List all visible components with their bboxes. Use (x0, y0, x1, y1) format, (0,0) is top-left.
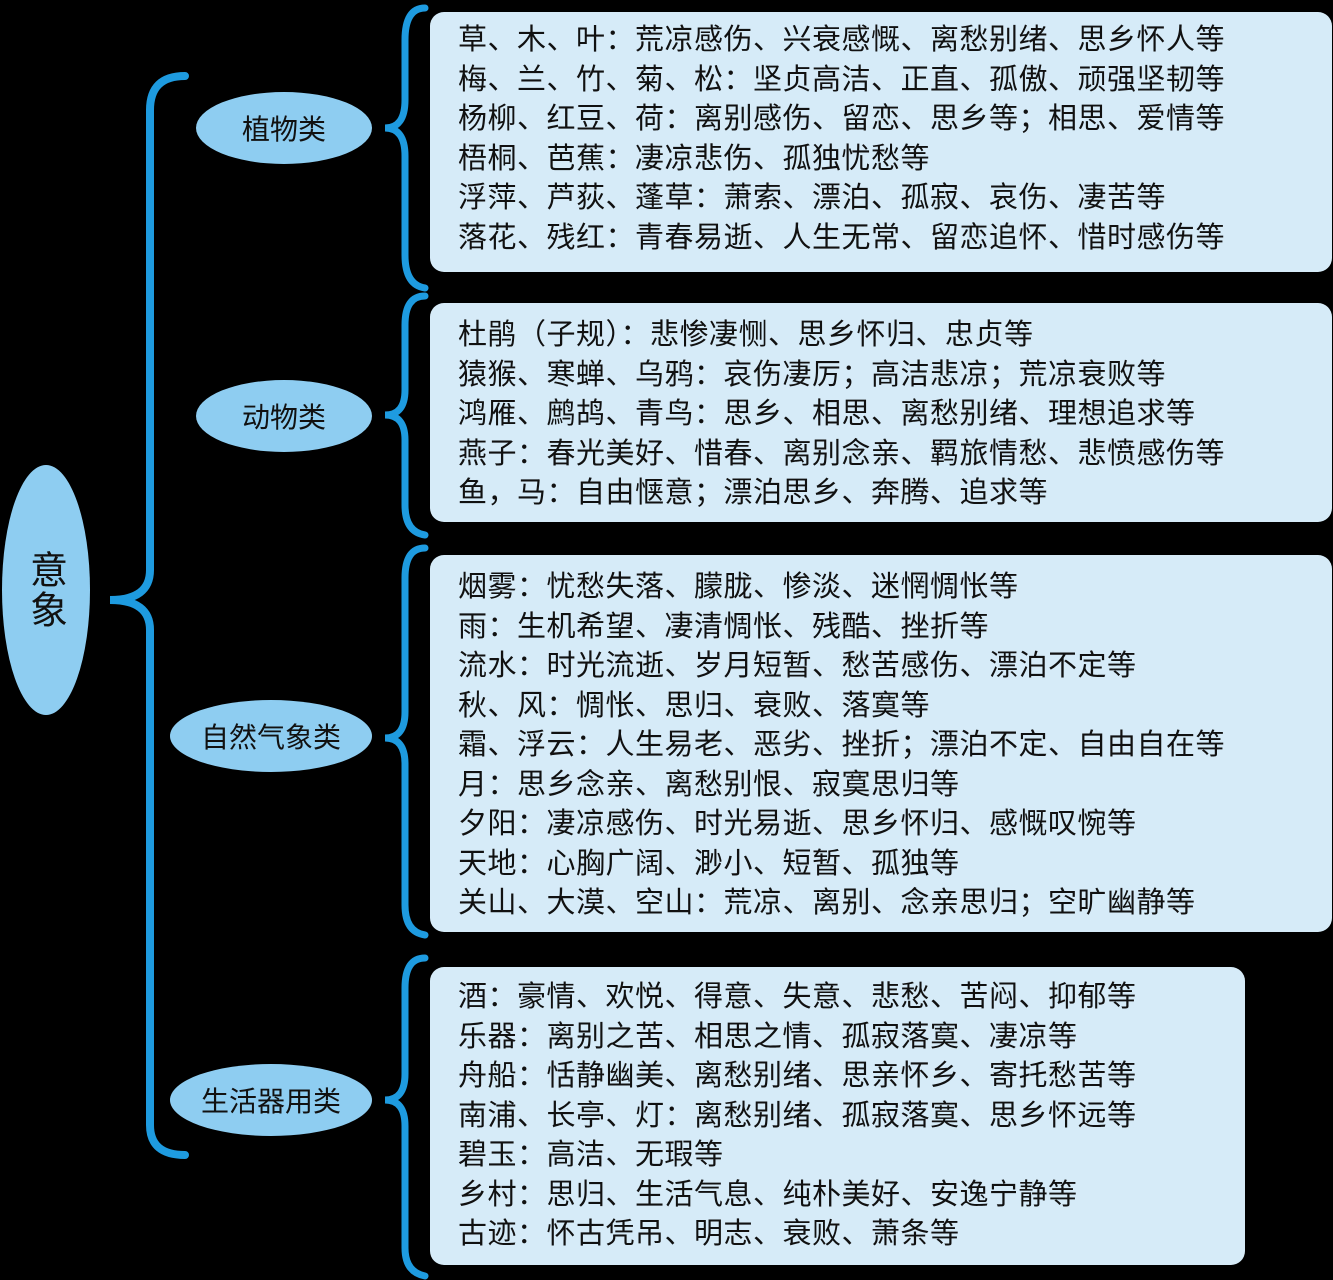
imagery-line: 燕子：春光美好、惜春、离别念亲、羁旅情愁、悲愤感伤等 (458, 435, 1226, 470)
imagery-line: 乐器：离别之苦、相思之情、孤寂落寞、凄凉等 (458, 1018, 1078, 1053)
category-label: 生活器用类 (200, 1085, 341, 1118)
imagery-line: 天地：心胸广阔、渺小、短暂、孤独等 (458, 845, 960, 880)
imagery-line: 酒：豪情、欢悦、得意、失意、悲愁、苦闷、抑郁等 (458, 979, 1137, 1013)
bracket-daily-items (384, 954, 429, 1280)
imagery-line: 落花、残红：青春易逝、人生无常、留恋追怀、惜时感伤等 (458, 219, 1226, 254)
imagery-line: 月：思乡念亲、离愁别恨、寂寞思归等 (458, 766, 960, 801)
category-node-nature: 自然气象类 (170, 700, 372, 772)
category-label: 植物类 (241, 113, 326, 146)
imagery-line: 关山、大漠、空山：荒凉、离别、念亲思归；空旷幽静等 (458, 885, 1196, 919)
imagery-line: 梧桐、芭蕉：凄凉悲伤、孤独忧愁等 (458, 140, 931, 175)
detail-box-nature: 烟雾：忧愁失落、朦胧、惨淡、迷惘惆怅等 雨：生机希望、凄清惆怅、残酷、挫折等 流… (430, 555, 1332, 932)
category-label: 自然气象类 (200, 721, 341, 754)
bracket-nature (384, 544, 429, 939)
imagery-line: 南浦、长亭、灯：离愁别绪、孤寂落寞、思乡怀远等 (458, 1097, 1137, 1132)
detail-box-animals: 杜鹃（子规）：悲惨凄恻、思乡怀归、忠贞等 猿猴、寒蝉、乌鸦：哀伤凄厉；高洁悲凉；… (430, 303, 1332, 522)
imagery-line: 舟船：恬静幽美、离愁别绪、思亲怀乡、寄托愁苦等 (458, 1058, 1137, 1092)
category-label: 动物类 (241, 401, 326, 434)
category-node-plants: 植物类 (196, 92, 372, 164)
category-node-animals: 动物类 (196, 380, 372, 452)
detail-box-plants: 草、木、叶：荒凉感伤、兴衰感慨、离愁别绪、思乡怀人等 梅、兰、竹、菊、松：坚贞高… (430, 12, 1332, 272)
imagery-line: 烟雾：忧愁失落、朦胧、惨淡、迷惘惆怅等 (458, 569, 1019, 603)
root-node: 意象 (2, 465, 90, 715)
imagery-line: 夕阳：凄凉感伤、时光易逝、思乡怀归、感慨叹惋等 (458, 806, 1137, 840)
imagery-line: 秋、风：惆怅、思归、衰败、落寞等 (458, 687, 931, 722)
imagery-line: 草、木、叶：荒凉感伤、兴衰感慨、离愁别绪、思乡怀人等 (458, 22, 1226, 56)
imagery-line: 猿猴、寒蝉、乌鸦：哀伤凄厉；高洁悲凉；荒凉衰败等 (458, 356, 1167, 391)
detail-box-daily-items: 酒：豪情、欢悦、得意、失意、悲愁、苦闷、抑郁等 乐器：离别之苦、相思之情、孤寂落… (430, 967, 1245, 1265)
imagery-line: 碧玉：高洁、无瑕等 (458, 1137, 724, 1171)
imagery-line: 鸿雁、鹧鸪、青鸟：思乡、相思、离愁别绪、理想追求等 (458, 396, 1196, 430)
bracket-animals (384, 292, 429, 539)
imagery-line: 流水：时光流逝、岁月短暂、愁苦感伤、漂泊不定等 (458, 648, 1137, 682)
imagery-line: 杨柳、红豆、荷：离别感伤、留恋、思乡等；相思、爱情等 (458, 101, 1226, 135)
imagery-line: 古迹：怀古凭吊、明志、衰败、萧条等 (458, 1216, 960, 1250)
category-node-daily-items: 生活器用类 (170, 1064, 372, 1136)
imagery-line: 浮萍、芦荻、蓬草：萧索、漂泊、孤寂、哀伤、凄苦等 (458, 180, 1167, 214)
imagery-line: 鱼，马：自由惬意；漂泊思乡、奔腾、追求等 (458, 475, 1049, 509)
imagery-line: 乡村：思归、生活气息、纯朴美好、安逸宁静等 (458, 1176, 1078, 1211)
imagery-line: 霜、浮云：人生易老、恶劣、挫折；漂泊不定、自由自在等 (458, 727, 1226, 761)
imagery-line: 梅、兰、竹、菊、松：坚贞高洁、正直、孤傲、顽强坚韧等 (458, 61, 1226, 96)
imagery-line: 杜鹃（子规）：悲惨凄恻、思乡怀归、忠贞等 (458, 317, 1034, 351)
root-bracket (109, 72, 189, 1159)
root-label: 意象 (23, 550, 68, 630)
imagery-line: 雨：生机希望、凄清惆怅、残酷、挫折等 (458, 608, 990, 643)
bracket-plants (384, 4, 429, 292)
